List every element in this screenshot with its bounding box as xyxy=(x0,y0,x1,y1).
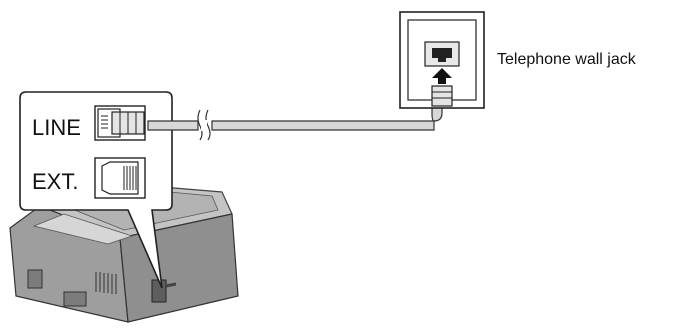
printer-fax-ports xyxy=(151,279,167,303)
ext-port-label: EXT. xyxy=(32,169,78,194)
printer-illustration xyxy=(9,185,239,323)
wall-jack-label: Telephone wall jack xyxy=(497,51,637,68)
printer-vent xyxy=(95,272,117,294)
line-port[interactable] xyxy=(94,105,146,141)
printer-power-inlet xyxy=(27,269,43,289)
printer-usb-port xyxy=(63,291,87,307)
insert-arrow-icon xyxy=(432,68,452,84)
line-port-label: LINE xyxy=(32,115,81,140)
line-port-plug xyxy=(111,111,145,135)
ext-port[interactable] xyxy=(94,157,146,199)
cable-break-mark xyxy=(197,109,203,141)
telephone-wall-jack[interactable] xyxy=(399,11,485,109)
wall-jack-plug xyxy=(431,85,453,107)
phone-cable xyxy=(147,105,443,141)
